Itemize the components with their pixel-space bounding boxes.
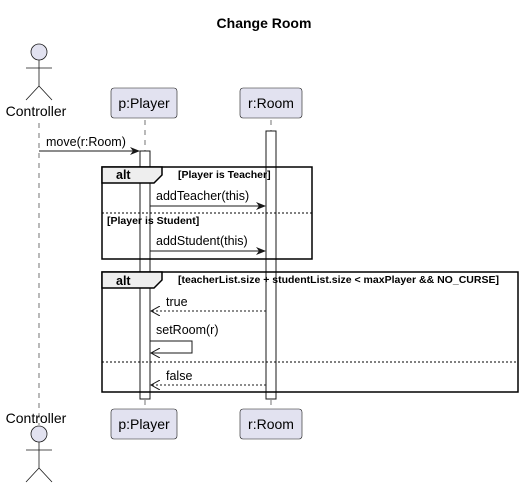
- diagram-title: Change Room: [217, 15, 312, 31]
- controller-label-bottom: Controller: [6, 410, 67, 426]
- player-participant-top: p:Player: [110, 87, 178, 119]
- room-participant-top: r:Room: [239, 87, 303, 119]
- alt-fragment-1: alt [Player is Teacher] [Player is Stude…: [101, 166, 313, 260]
- player-participant-bottom: p:Player: [110, 408, 178, 440]
- player-label-bottom: p:Player: [118, 416, 170, 432]
- add-teacher-label: addTeacher(this): [156, 189, 249, 203]
- true-return-label: true: [166, 295, 188, 309]
- room-label-top: r:Room: [248, 95, 294, 111]
- move-message-label: move(r:Room): [46, 135, 126, 149]
- controller-actor-top: Controller: [6, 43, 67, 119]
- false-return-label: false: [166, 369, 192, 383]
- alt2-guard: [teacherList.size + studentList.size < m…: [178, 274, 499, 286]
- add-student-label: addStudent(this): [156, 234, 248, 248]
- player-label-top: p:Player: [118, 95, 170, 111]
- set-room-arrow: [150, 340, 193, 353]
- alt1-keyword: alt: [116, 168, 131, 182]
- alt-fragment-2: alt [teacherList.size + studentList.size…: [101, 271, 519, 393]
- controller-label-top: Controller: [6, 103, 67, 119]
- room-label-bottom: r:Room: [248, 416, 294, 432]
- alt1-guard-student: [Player is Student]: [107, 215, 199, 227]
- room-participant-bottom: r:Room: [239, 408, 303, 440]
- actor-head-icon: [30, 425, 48, 443]
- controller-actor-bottom: Controller: [6, 410, 67, 483]
- alt1-guard-teacher: [Player is Teacher]: [178, 169, 271, 181]
- alt2-keyword: alt: [116, 274, 131, 288]
- set-room-label: setRoom(r): [156, 323, 219, 337]
- actor-head-icon: [30, 43, 48, 61]
- room-activation: [265, 130, 277, 400]
